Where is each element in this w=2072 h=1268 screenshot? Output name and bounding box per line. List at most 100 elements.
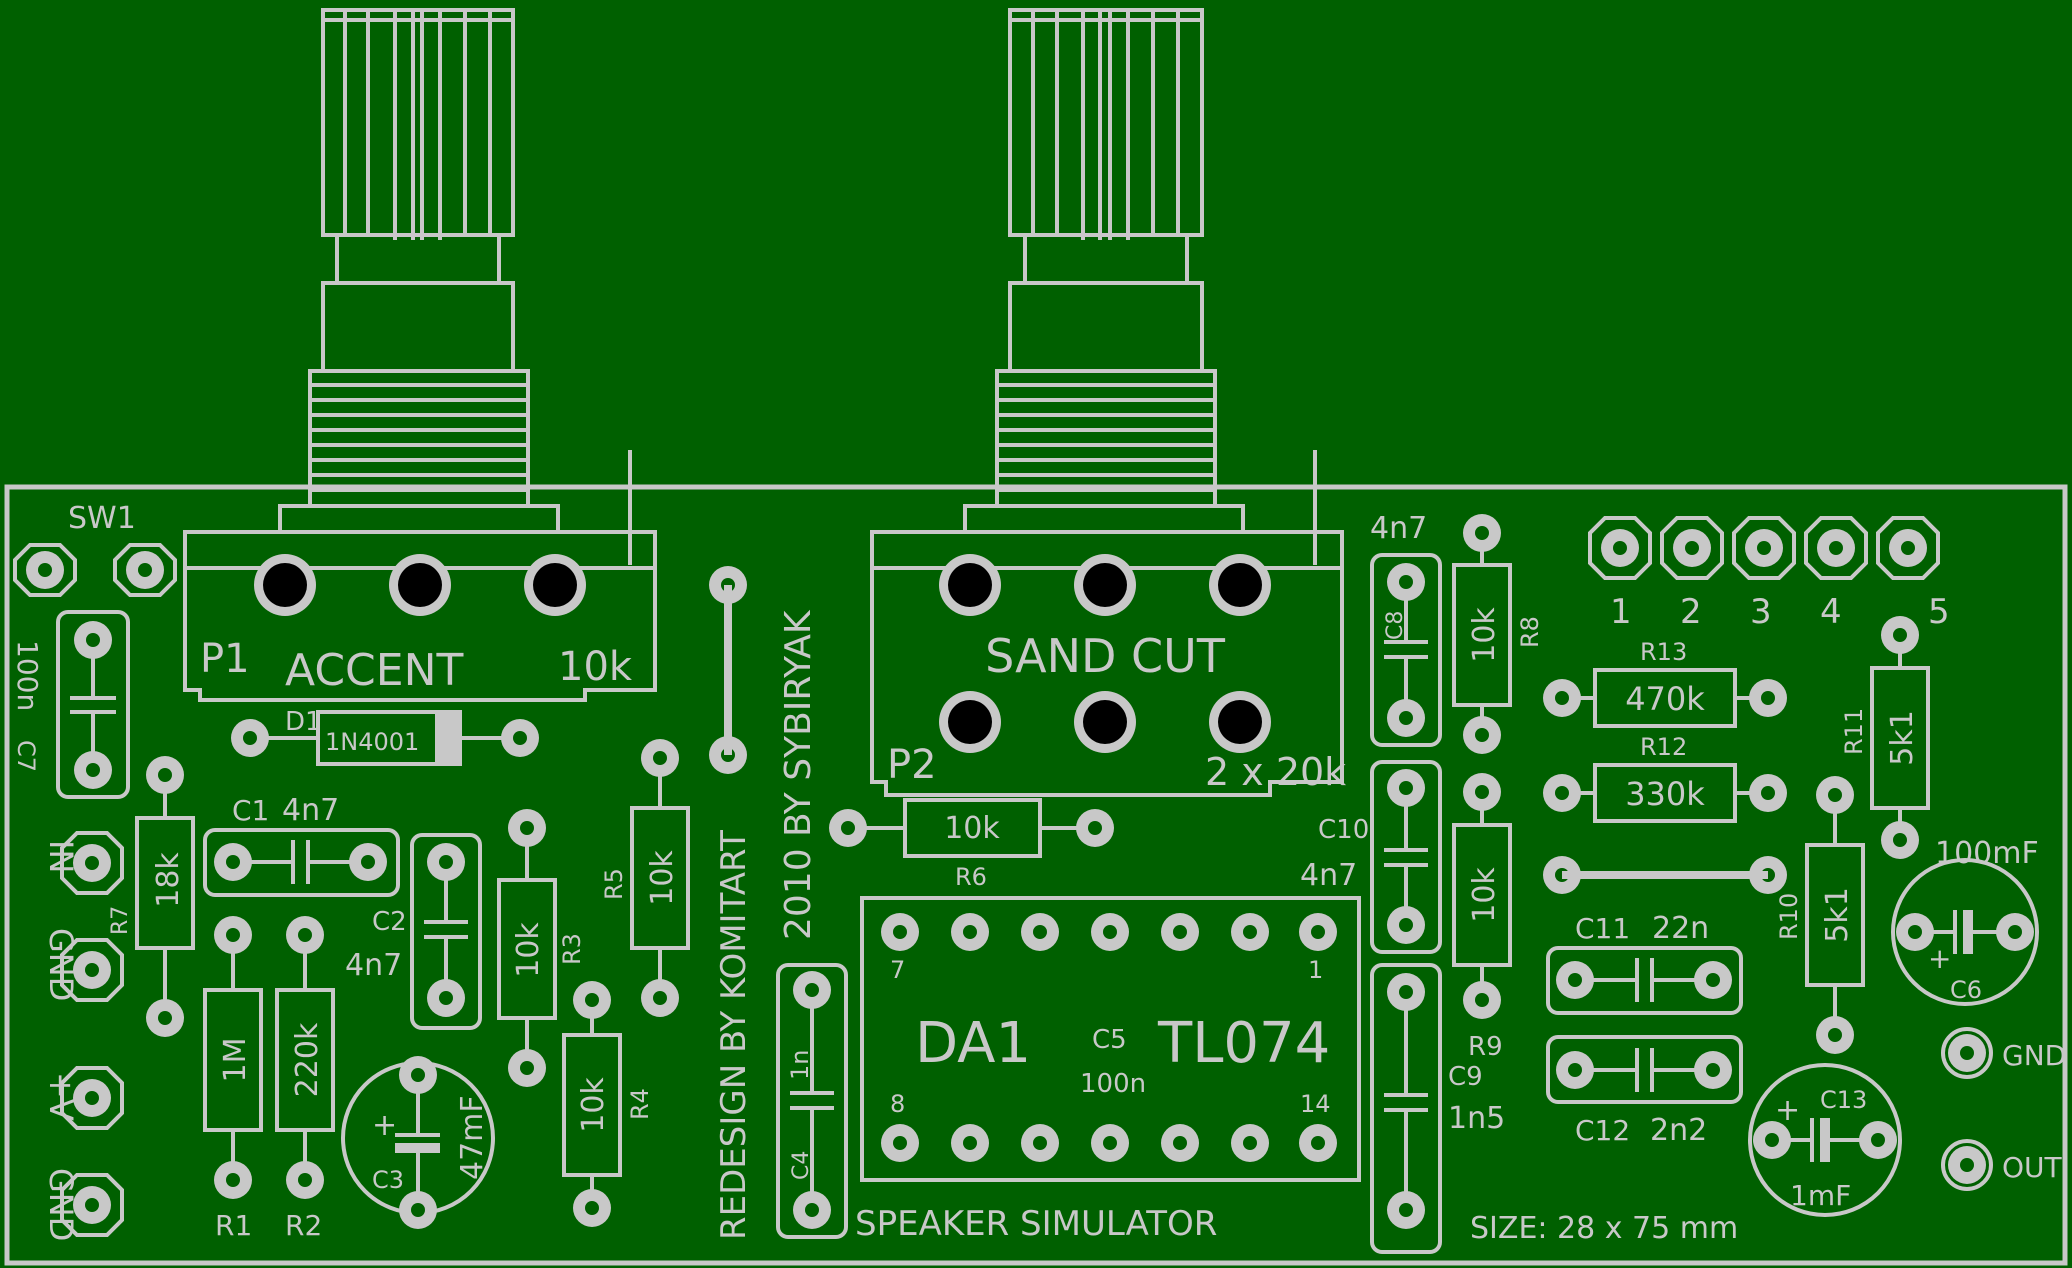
c6-outline: [1891, 858, 2039, 1006]
credits-line1: REDESIGN BY KOMITART: [714, 830, 754, 1240]
pot2-shaft: [963, 8, 1317, 565]
c6-plus: +: [1928, 942, 1951, 975]
ic-part: TL074: [1157, 1011, 1330, 1076]
pot2-ref: P2: [887, 742, 937, 788]
c4-outline: [776, 963, 848, 1239]
c4-ref: C4: [789, 1151, 814, 1180]
r7-value: 18k: [151, 852, 186, 908]
c10-ref: C10: [1318, 815, 1369, 845]
r13-value: 470k: [1625, 680, 1705, 718]
ic-pin1: 1: [1308, 956, 1323, 984]
d1-ref: D1: [285, 707, 322, 737]
r13-body: [1593, 668, 1737, 728]
r8-value: 10k: [1467, 607, 1502, 663]
c5-value: 100n: [1080, 1069, 1146, 1099]
c7-outline: [56, 610, 130, 799]
c6-ref: C6: [1950, 976, 1982, 1004]
pot2-pad: [1074, 691, 1136, 753]
r11-body: [1870, 666, 1930, 810]
c12-outline: [1546, 1035, 1743, 1104]
r9-value: 10k: [1467, 867, 1502, 923]
vplus-label: +V: [42, 1072, 80, 1121]
r3-ref: R3: [558, 933, 586, 965]
header-pin-label: 2: [1680, 592, 1702, 632]
c10-value: 4n7: [1300, 858, 1357, 893]
c13-outline: [1748, 1063, 1902, 1217]
c2-outline: [410, 833, 482, 1030]
r2-body: [275, 988, 335, 1132]
c8-outline: [1370, 553, 1442, 747]
in-label: IN: [42, 840, 80, 873]
r13-ref: R13: [1640, 638, 1687, 666]
r3-body: [497, 878, 557, 1020]
c1-value: 4n7: [282, 793, 339, 828]
r4-body: [562, 1033, 622, 1177]
pot2-pad: [1074, 554, 1136, 616]
r10-value: 5k1: [1820, 887, 1855, 943]
pot2-pad: [939, 554, 1001, 616]
pot1-pad: [524, 554, 586, 616]
r12-body: [1593, 763, 1737, 823]
pot1-ref: P1: [200, 636, 250, 682]
c3-value: 47mF: [455, 1095, 490, 1180]
r12-value: 330k: [1625, 775, 1705, 813]
c1-outline: [203, 828, 400, 897]
r5-body: [630, 806, 690, 950]
c8-value: 4n7: [1370, 511, 1427, 546]
ic-pins-bottom: [881, 1124, 1337, 1162]
header-pin-label: 3: [1750, 592, 1772, 632]
c1-ref: C1: [232, 794, 269, 827]
c8-ref: C8: [1383, 611, 1408, 640]
c13-value: 1mF: [1790, 1179, 1851, 1212]
c7-value: 100n: [11, 640, 44, 711]
pot1-pad: [389, 554, 451, 616]
r7-ref: R7: [108, 906, 133, 935]
c3-plus: +: [372, 1108, 397, 1143]
ic-ref: DA1: [915, 1011, 1031, 1076]
r9-body: [1452, 823, 1512, 967]
ic-pin8: 8: [890, 1090, 905, 1118]
ic-pins-top: [881, 913, 1337, 951]
credits-line2: 2010 BY SYBIRYAK: [778, 609, 819, 940]
c11-value: 22n: [1652, 911, 1709, 946]
sw1-label: SW1: [68, 501, 136, 536]
r5-value: 10k: [645, 850, 680, 906]
r11-value: 5k1: [1885, 710, 1920, 766]
c9-outline: [1370, 963, 1442, 1254]
pot2-pad: [1209, 691, 1271, 753]
header-5pin: [1588, 516, 1940, 580]
c7-ref: C7: [12, 740, 40, 772]
r5-ref: R5: [600, 868, 628, 900]
r1-value: 1M: [218, 1038, 253, 1083]
gnd-out-label: GND: [2002, 1039, 2066, 1072]
pot1-shaft: [278, 8, 632, 565]
ic-pin7: 7: [890, 956, 905, 984]
r7-body: [135, 816, 195, 950]
sw1: [13, 543, 177, 597]
board-outline: [4, 484, 2068, 1266]
gnd-label: GND: [42, 928, 80, 1001]
pot1-body: [183, 530, 657, 702]
r10-body: [1805, 843, 1865, 987]
pot2-value: 2 x 20k: [1205, 750, 1346, 794]
header-pin-label: 1: [1610, 592, 1632, 632]
c5-ref: C5: [1092, 1025, 1127, 1055]
c10-outline: [1370, 760, 1442, 954]
c13-plus: +: [1775, 1093, 1800, 1128]
r8-ref: R8: [1516, 616, 1544, 648]
c13-ref: C13: [1820, 1086, 1867, 1114]
pot2-pad: [939, 691, 1001, 753]
r10-ref: R10: [1775, 893, 1803, 940]
r2-ref: R2: [285, 1209, 322, 1242]
c11-ref: C11: [1575, 912, 1630, 945]
gnd-label: GND: [42, 1168, 80, 1241]
ic-pin14: 14: [1300, 1090, 1331, 1118]
pot1-value: 10k: [558, 644, 633, 690]
c9-value: 1n5: [1448, 1101, 1505, 1136]
c3-ref: C3: [372, 1166, 404, 1194]
right-connectors: [1941, 1027, 1993, 1191]
board-title: SPEAKER SIMULATOR: [855, 1204, 1217, 1244]
c12-value: 2n2: [1650, 1113, 1707, 1148]
